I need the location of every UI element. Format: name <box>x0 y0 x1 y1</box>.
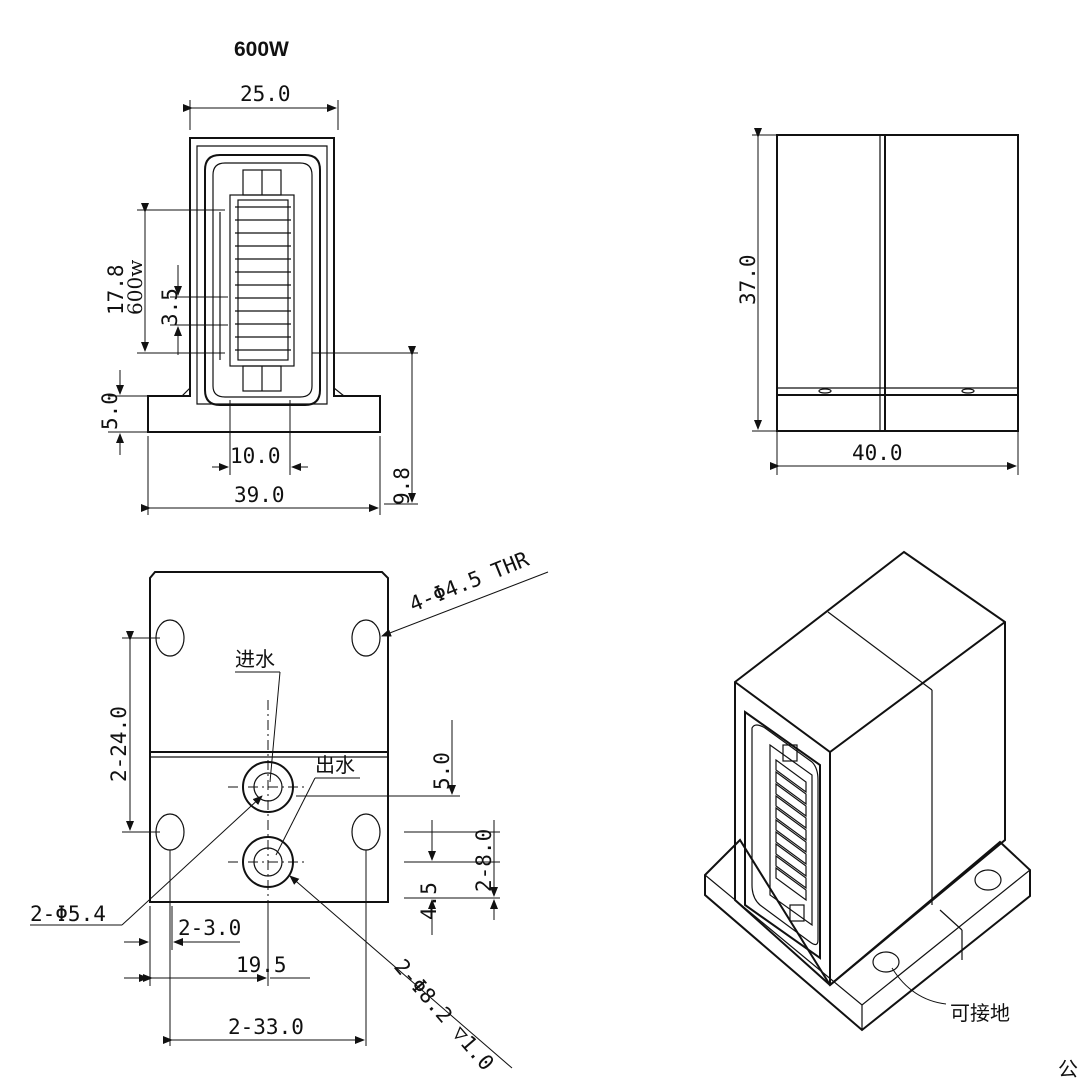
dim-top-width: 25.0 <box>240 82 291 106</box>
iso-window <box>744 710 821 960</box>
emitter-stack <box>229 194 295 367</box>
dim-port-gap: 4.5 <box>417 882 441 920</box>
dim-hole-spacing-horizontal: 2-33.0 <box>228 1015 304 1039</box>
hole-callout: 4-Φ4.5 THR <box>406 547 533 617</box>
dim-emitter-width: 10.0 <box>230 444 281 468</box>
mount-hole <box>155 619 185 657</box>
iso-ground-hole <box>872 951 900 973</box>
dim-emitter-height: 17.8 <box>104 264 128 315</box>
water-in-label: 进水 <box>235 647 275 671</box>
dim-port-offset-top: 5.0 <box>430 752 454 790</box>
iso-emitter-bars <box>775 758 807 902</box>
dim-port-center: 19.5 <box>236 953 287 977</box>
front-window <box>204 154 321 406</box>
dim-bar-pitch: 3.5 <box>158 288 182 326</box>
dim-side-height: 37.0 <box>736 254 760 305</box>
ground-label: 可接地 <box>950 1001 1010 1025</box>
isometric-view: 可接地 <box>704 550 1031 1032</box>
iso-mount-hole <box>974 869 1002 891</box>
dim-center-height: 9.8 <box>390 467 414 505</box>
bottom-view: 进水 出水 4-Φ4.5 THR 2-24.0 5.0 2-8.0 4.5 2-… <box>30 547 549 1076</box>
dim-edge-offset: 2-3.0 <box>178 916 241 940</box>
front-view-title: 600W <box>234 38 289 61</box>
corner-mark: 公 <box>1058 1057 1078 1080</box>
iso-body <box>734 550 1006 987</box>
dim-side-depth: 40.0 <box>852 441 903 465</box>
front-body-outline <box>147 137 381 433</box>
mount-hole <box>351 619 381 657</box>
small-port-callout: 2-Φ5.4 <box>30 902 106 926</box>
bottom-plate-outline <box>149 571 389 903</box>
water-out-label: 出水 <box>315 753 355 777</box>
side-view: 37.0 40.0 <box>736 128 1019 475</box>
dim-base-height: 5.0 <box>98 392 122 430</box>
mount-hole <box>155 813 185 851</box>
side-body-outline <box>776 134 1019 432</box>
dim-hole-spacing-vertical: 2-24.0 <box>107 706 131 782</box>
counterbore-callout: 2-Φ8.2 ▽1.0 <box>389 955 498 1076</box>
dim-port-offset-bottom: 2-8.0 <box>472 829 496 892</box>
dim-base-width: 39.0 <box>234 483 285 507</box>
dim-emitter-label: 600w <box>123 260 147 315</box>
mount-hole <box>351 813 381 851</box>
front-view: 600W <box>98 38 418 515</box>
